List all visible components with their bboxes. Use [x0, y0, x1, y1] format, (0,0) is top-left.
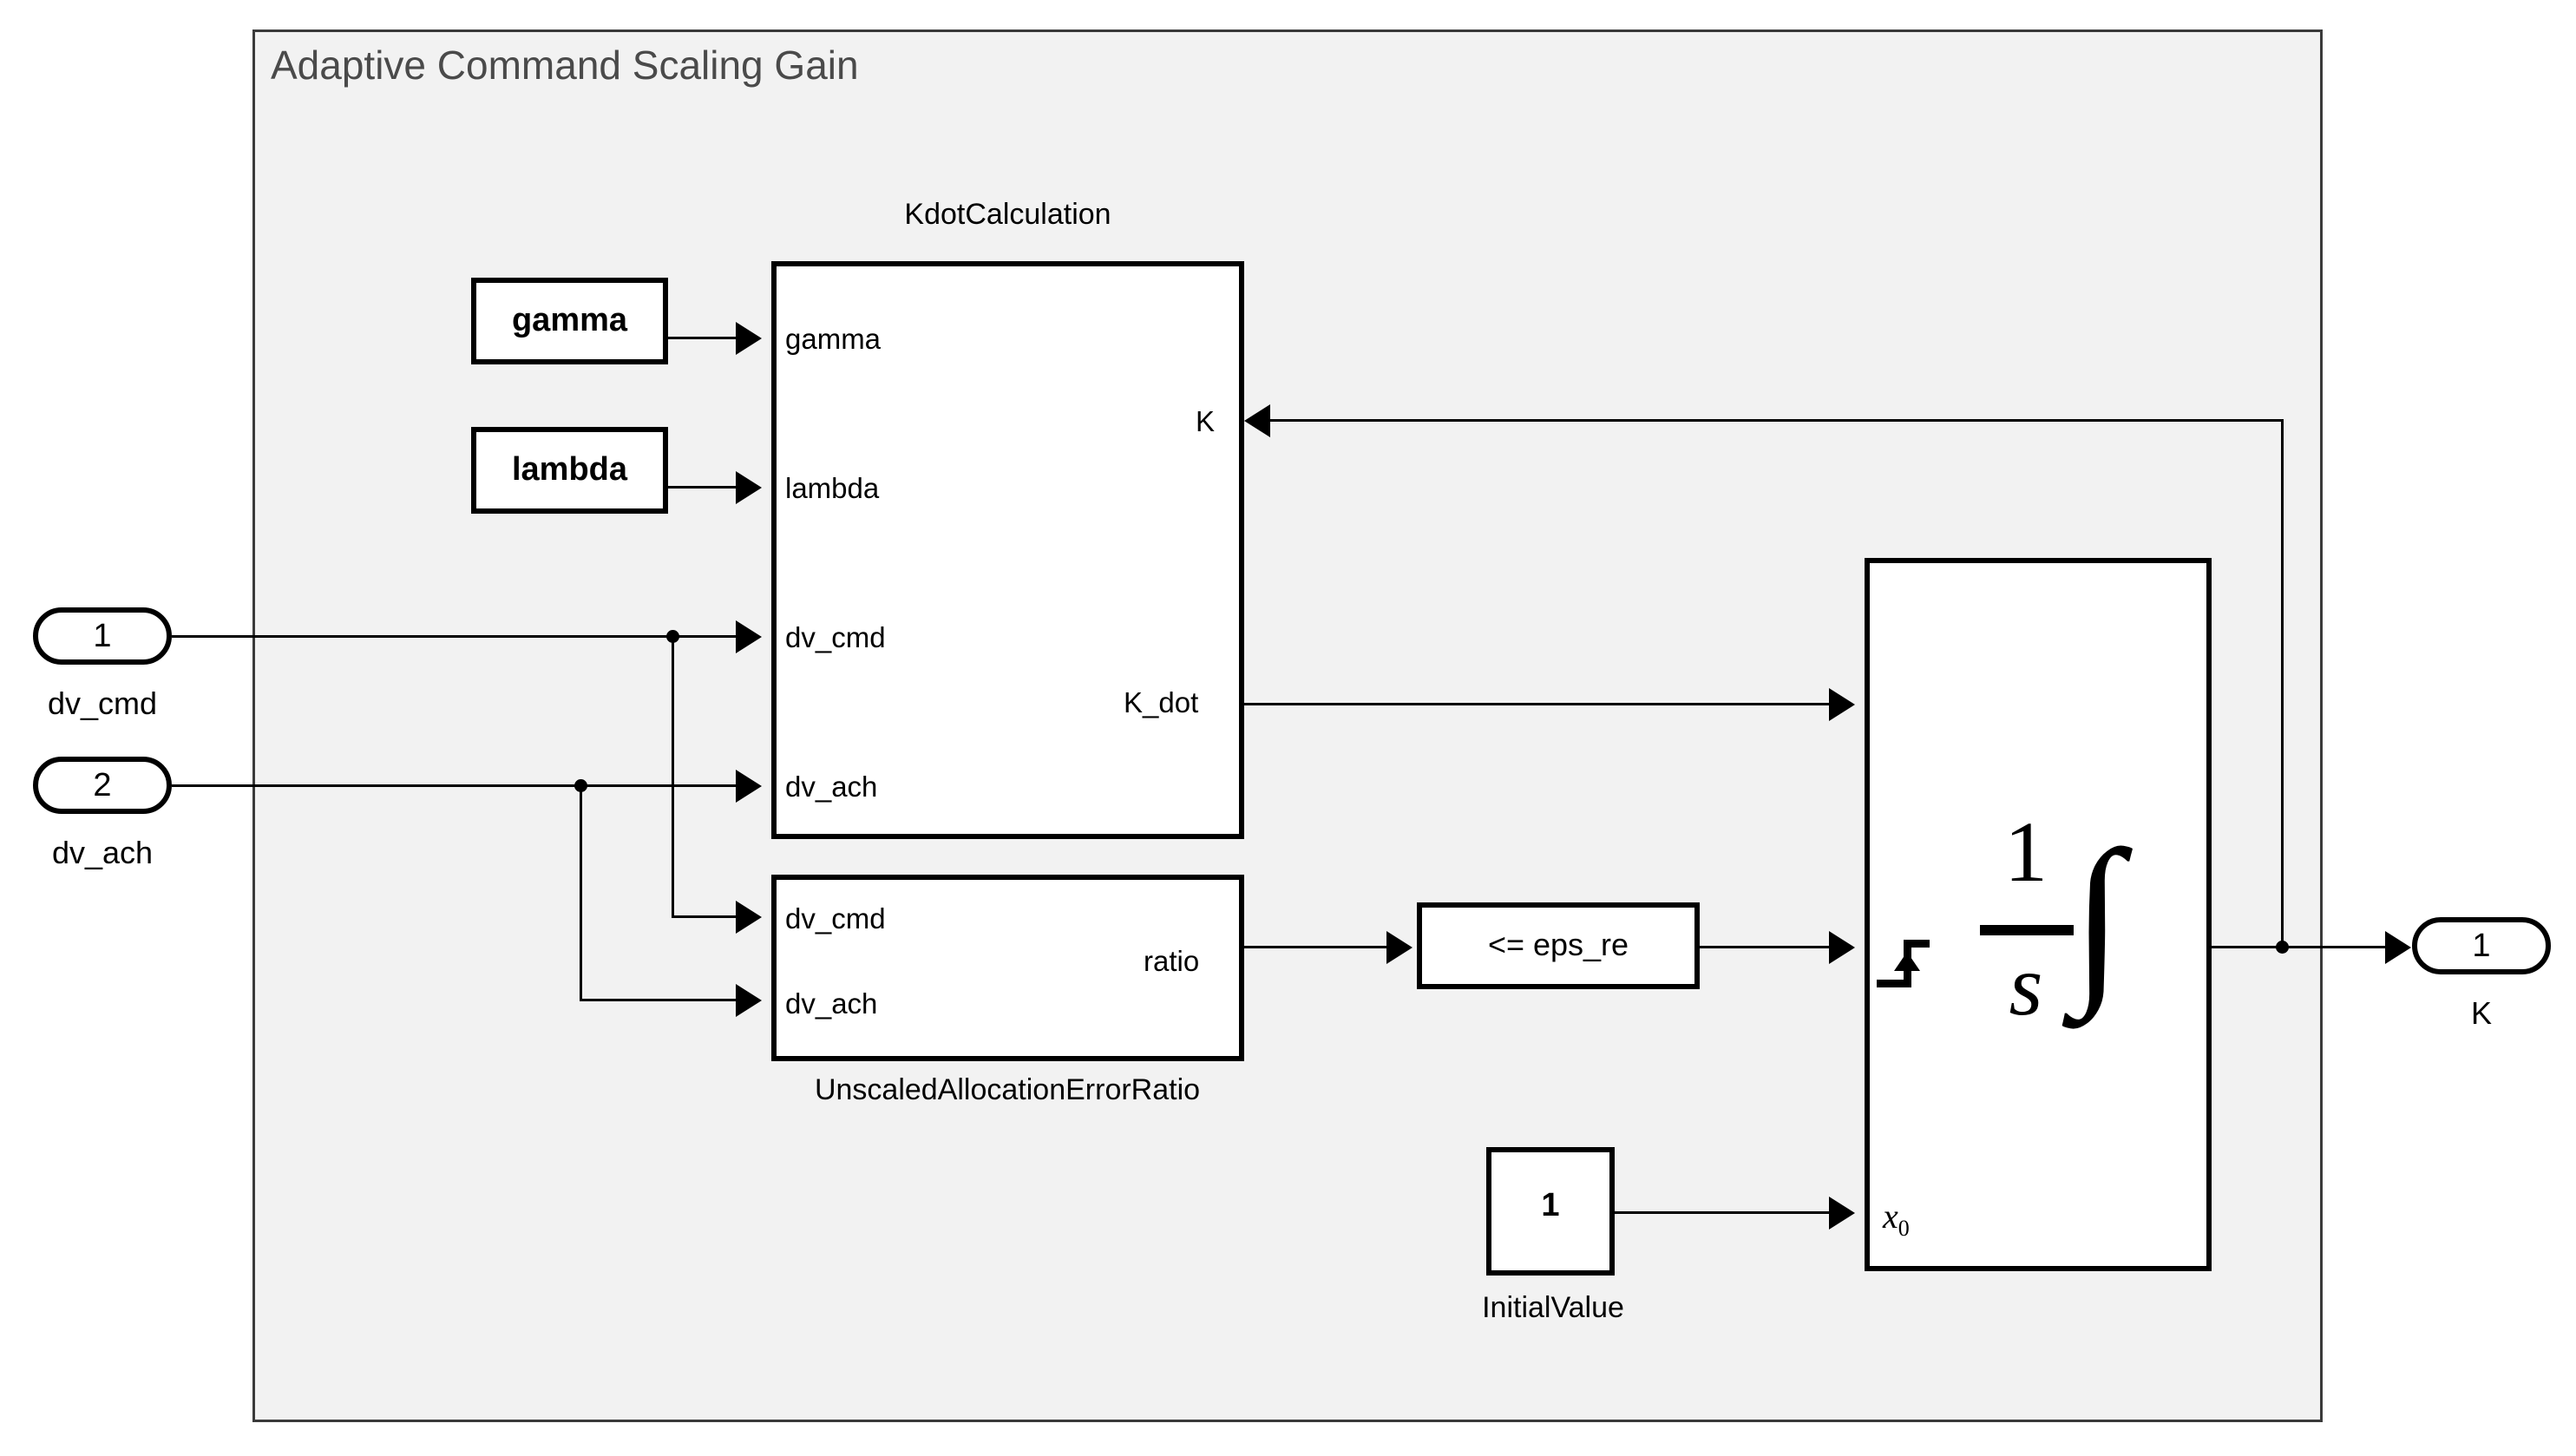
kdot-calculation-block[interactable]: [771, 261, 1244, 839]
gamma-constant-value: gamma: [511, 302, 628, 338]
outport-1[interactable]: 1: [2412, 917, 2551, 974]
arrow-ratio-compare: [1386, 931, 1413, 964]
outport-1-number: 1: [2472, 927, 2491, 964]
wire-dv-cmd-branch-v: [672, 635, 674, 917]
integrator-symbol: 1 s ∫: [1961, 803, 2221, 1059]
arrow-x0-in: [1829, 1197, 1855, 1230]
wire-dv-ach-main: [172, 784, 736, 787]
integrator-numerator: 1: [2004, 803, 2048, 900]
kdot-port-label-k: K: [1196, 405, 1216, 437]
wire-dv-cmd-branch-h: [672, 915, 736, 918]
inport-1-number: 1: [93, 617, 112, 654]
kdot-calculation-caption: KdotCalculation: [904, 198, 1111, 231]
ratio-port-label-dv-ach: dv_ach: [785, 987, 878, 1020]
lambda-constant-block[interactable]: [471, 427, 668, 514]
wire-feedback-v: [2281, 419, 2284, 946]
gamma-constant-block[interactable]: [471, 278, 668, 364]
arrow-gamma-in: [736, 322, 762, 355]
wire-feedback-h: [1270, 419, 2284, 422]
unscaled-allocation-error-ratio-caption: UnscaledAllocationErrorRatio: [814, 1073, 1201, 1106]
wire-ratio: [1244, 946, 1386, 948]
wire-lambda: [668, 486, 736, 489]
arrow-dv-ach-ratio: [736, 984, 762, 1017]
wire-k-dot: [1244, 703, 1829, 705]
wire-gamma: [668, 337, 736, 339]
kdot-port-label-lambda: lambda: [785, 472, 880, 504]
outport-1-caption: K: [2470, 995, 2492, 1031]
ratio-port-label-ratio: ratio: [1144, 945, 1200, 977]
junction-dot-feedback: [2276, 941, 2289, 954]
arrow-dv-ach-kdot: [736, 770, 762, 803]
kdot-port-label-dv-ach: dv_ach: [785, 771, 878, 803]
arrow-dv-cmd-ratio: [736, 901, 762, 934]
wire-dv-cmd-main: [172, 635, 736, 638]
arrow-k-feedback-in: [1244, 404, 1270, 437]
kdot-port-label-dv-cmd: dv_cmd: [785, 621, 886, 653]
rising-step-icon: [1877, 933, 1930, 992]
x0-variable: x: [1883, 1197, 1898, 1236]
integral-sign-icon: ∫: [2072, 812, 2123, 1020]
fraction-bar: [1980, 925, 2074, 935]
arrow-dv-cmd-kdot: [736, 620, 762, 653]
arrow-k-dot-in: [1829, 688, 1855, 721]
lambda-constant-value: lambda: [511, 451, 628, 488]
inport-2[interactable]: 2: [33, 757, 172, 814]
wire-dv-ach-branch-h: [580, 999, 736, 1001]
arrow-reset-in: [1829, 931, 1855, 964]
compare-block-label: <= eps_re: [1487, 927, 1629, 962]
initial-value-number: 1: [1541, 1187, 1560, 1223]
compare-block[interactable]: [1417, 902, 1700, 989]
inport-1[interactable]: 1: [33, 607, 172, 665]
inport-2-caption: dv_ach: [51, 835, 154, 870]
ratio-port-label-dv-cmd: dv_cmd: [785, 902, 886, 935]
initial-value-block[interactable]: [1486, 1147, 1615, 1276]
wire-integrator-out: [2212, 946, 2385, 948]
kdot-port-label-gamma: gamma: [785, 323, 882, 355]
x0-subscript: 0: [1898, 1216, 1910, 1241]
wire-initial-value: [1615, 1211, 1829, 1214]
integrator-denominator: s: [2009, 937, 2043, 1033]
arrow-lambda-in: [736, 471, 762, 504]
subsystem-title: Adaptive Command Scaling Gain: [271, 43, 859, 88]
wire-compare-reset: [1700, 946, 1829, 948]
integrator-initial-condition-port-label: x0: [1883, 1196, 1910, 1242]
kdot-port-label-k-dot: K_dot: [1124, 686, 1199, 718]
inport-2-number: 2: [93, 766, 112, 803]
arrow-outport-in: [2385, 931, 2411, 964]
inport-1-caption: dv_cmd: [47, 685, 158, 721]
unscaled-allocation-error-ratio-block[interactable]: [771, 875, 1244, 1061]
integrator-block[interactable]: [1865, 558, 2212, 1271]
initial-value-caption: InitialValue: [1482, 1291, 1624, 1324]
wire-dv-ach-branch-v: [580, 784, 582, 1000]
